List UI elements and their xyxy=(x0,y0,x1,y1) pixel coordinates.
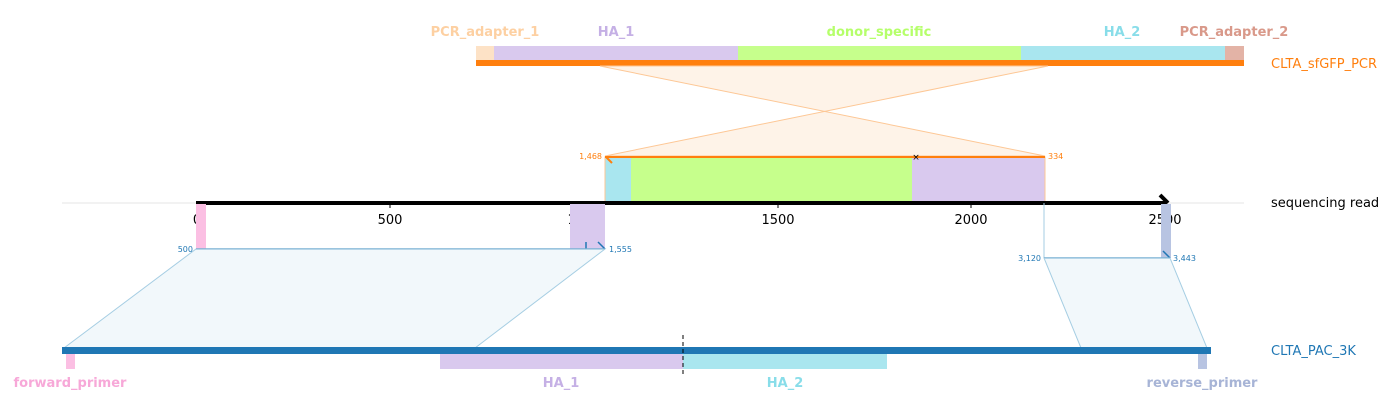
top-feature-label-pcr-adapter-1: PCR_adapter_1 xyxy=(431,25,540,40)
read-feature-forward-primer xyxy=(196,204,206,249)
top-feature-ha-1 xyxy=(494,46,738,61)
top-feature-ha-2 xyxy=(1021,46,1225,61)
bottom-feature-ha-2 xyxy=(683,354,887,369)
read-top-alignment-arrowhead xyxy=(605,156,613,164)
bottom-feature-ha-1 xyxy=(440,354,683,369)
tick-label-1500: 1500 xyxy=(761,213,794,228)
read-top-alignment-mismatch: × xyxy=(912,153,920,163)
read-arrowhead xyxy=(1158,193,1170,205)
read-feature-ha-1-lower xyxy=(570,204,605,249)
read-name: sequencing read xyxy=(1271,196,1379,211)
bottom-reference-name: CLTA_PAC_3K xyxy=(1271,344,1356,359)
top-feature-pcr-adapter-2 xyxy=(1225,46,1244,61)
read-feature-donor-specific xyxy=(631,157,912,203)
read-feature-ha-1 xyxy=(912,157,1045,203)
bottom-feature-label-ha-1: HA_1 xyxy=(543,376,580,391)
top-feature-label-donor-specific: donor_specific xyxy=(827,25,932,40)
bottom-feature-label-forward-primer: forward_primer xyxy=(14,376,128,391)
read-bottom-alignment-2-arrowhead xyxy=(1162,250,1171,259)
bottom-feature-label-reverse-primer: reverse_primer xyxy=(1147,376,1259,391)
read-top-alignment-start-label: 1,468 xyxy=(579,152,602,161)
top-feature-label-pcr-adapter-2: PCR_adapter_2 xyxy=(1180,25,1289,40)
top-reference-bar xyxy=(476,60,1244,66)
top-feature-label-ha-1: HA_1 xyxy=(598,25,635,40)
bottom-feature-reverse-primer xyxy=(1198,354,1207,369)
read-bottom-alignment-1: 500 1,555 xyxy=(178,204,632,254)
read-bottom-alignment-2-end-label: 3,443 xyxy=(1173,254,1196,263)
read-bottom-alignment-2-start-label: 3,120 xyxy=(1018,254,1041,263)
tick-label-500: 500 xyxy=(378,213,403,228)
read-top-alignment-end-label: 334 xyxy=(1048,152,1063,161)
read-bottom-alignment-1-start-label: 500 xyxy=(178,245,193,254)
bottom-feature-forward-primer xyxy=(66,354,75,369)
tick-label-2000: 2000 xyxy=(954,213,987,228)
top-feature-donor-specific xyxy=(738,46,1021,61)
bottom-reference: forward_primer HA_1 HA_2 reverse_primer … xyxy=(14,335,1356,391)
top-feature-label-ha-2: HA_2 xyxy=(1104,25,1141,40)
read-bottom-alignment-1-end-label: 1,555 xyxy=(609,245,632,254)
bottom-alignment-band-2 xyxy=(1043,257,1208,349)
read-feature-ha-2 xyxy=(605,157,631,203)
top-feature-pcr-adapter-1 xyxy=(476,46,494,61)
bottom-reference-bar xyxy=(62,347,1211,354)
read-bottom-alignment-2: 3,120 3,443 xyxy=(1018,203,1196,263)
top-reference: PCR_adapter_1 HA_1 donor_specific HA_2 P… xyxy=(431,25,1377,72)
bottom-feature-label-ha-2: HA_2 xyxy=(767,376,804,391)
top-reference-name: CLTA_sfGFP_PCR xyxy=(1271,57,1377,72)
bottom-alignment-band-1 xyxy=(62,248,607,349)
read-feature-reverse-primer xyxy=(1161,204,1171,258)
top-alignment-band xyxy=(599,65,1049,157)
read-bottom-alignment-1-arrowhead xyxy=(597,241,606,250)
read-top-alignment: × 1,468 334 xyxy=(579,152,1063,204)
